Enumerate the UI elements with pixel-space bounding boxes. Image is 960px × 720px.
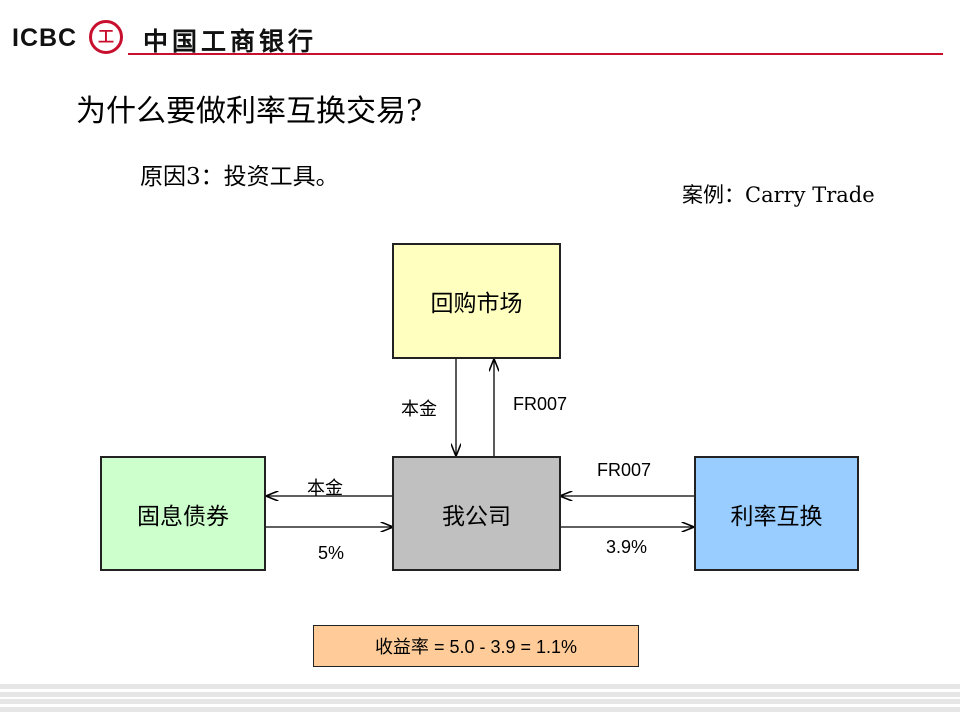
icbc-logo-text: ICBC bbox=[12, 24, 78, 52]
footer-stripe bbox=[0, 684, 960, 689]
bank-name: 中国工商银行 bbox=[143, 27, 318, 56]
footer-stripe bbox=[0, 692, 960, 697]
swap-box: 利率互换 bbox=[694, 456, 859, 571]
case-label: 案例：Carry Trade bbox=[682, 183, 875, 207]
slide-title: 为什么要做利率互换交易? bbox=[76, 94, 423, 129]
footer-stripe bbox=[0, 707, 960, 712]
fixed-bond-box: 固息债券 bbox=[100, 456, 266, 571]
swap-fixed-label: 3.9% bbox=[606, 537, 648, 557]
swap-float-label: FR007 bbox=[597, 460, 652, 480]
repo-up-label: FR007 bbox=[513, 394, 568, 414]
yield-result-box: 收益率 = 5.0 - 3.9 = 1.1% bbox=[313, 625, 639, 667]
footer-stripe bbox=[0, 699, 960, 704]
repo-down-label: 本金 bbox=[401, 399, 437, 419]
slide-subtitle: 原因3：投资工具。 bbox=[140, 164, 339, 190]
bond-rate-label: 5% bbox=[318, 543, 345, 563]
bond-principal-label: 本金 bbox=[307, 478, 343, 498]
company-box: 我公司 bbox=[392, 456, 561, 571]
icbc-seal-icon: 工 bbox=[89, 20, 123, 54]
repo-market-box: 回购市场 bbox=[392, 243, 561, 359]
header-divider bbox=[128, 53, 943, 55]
